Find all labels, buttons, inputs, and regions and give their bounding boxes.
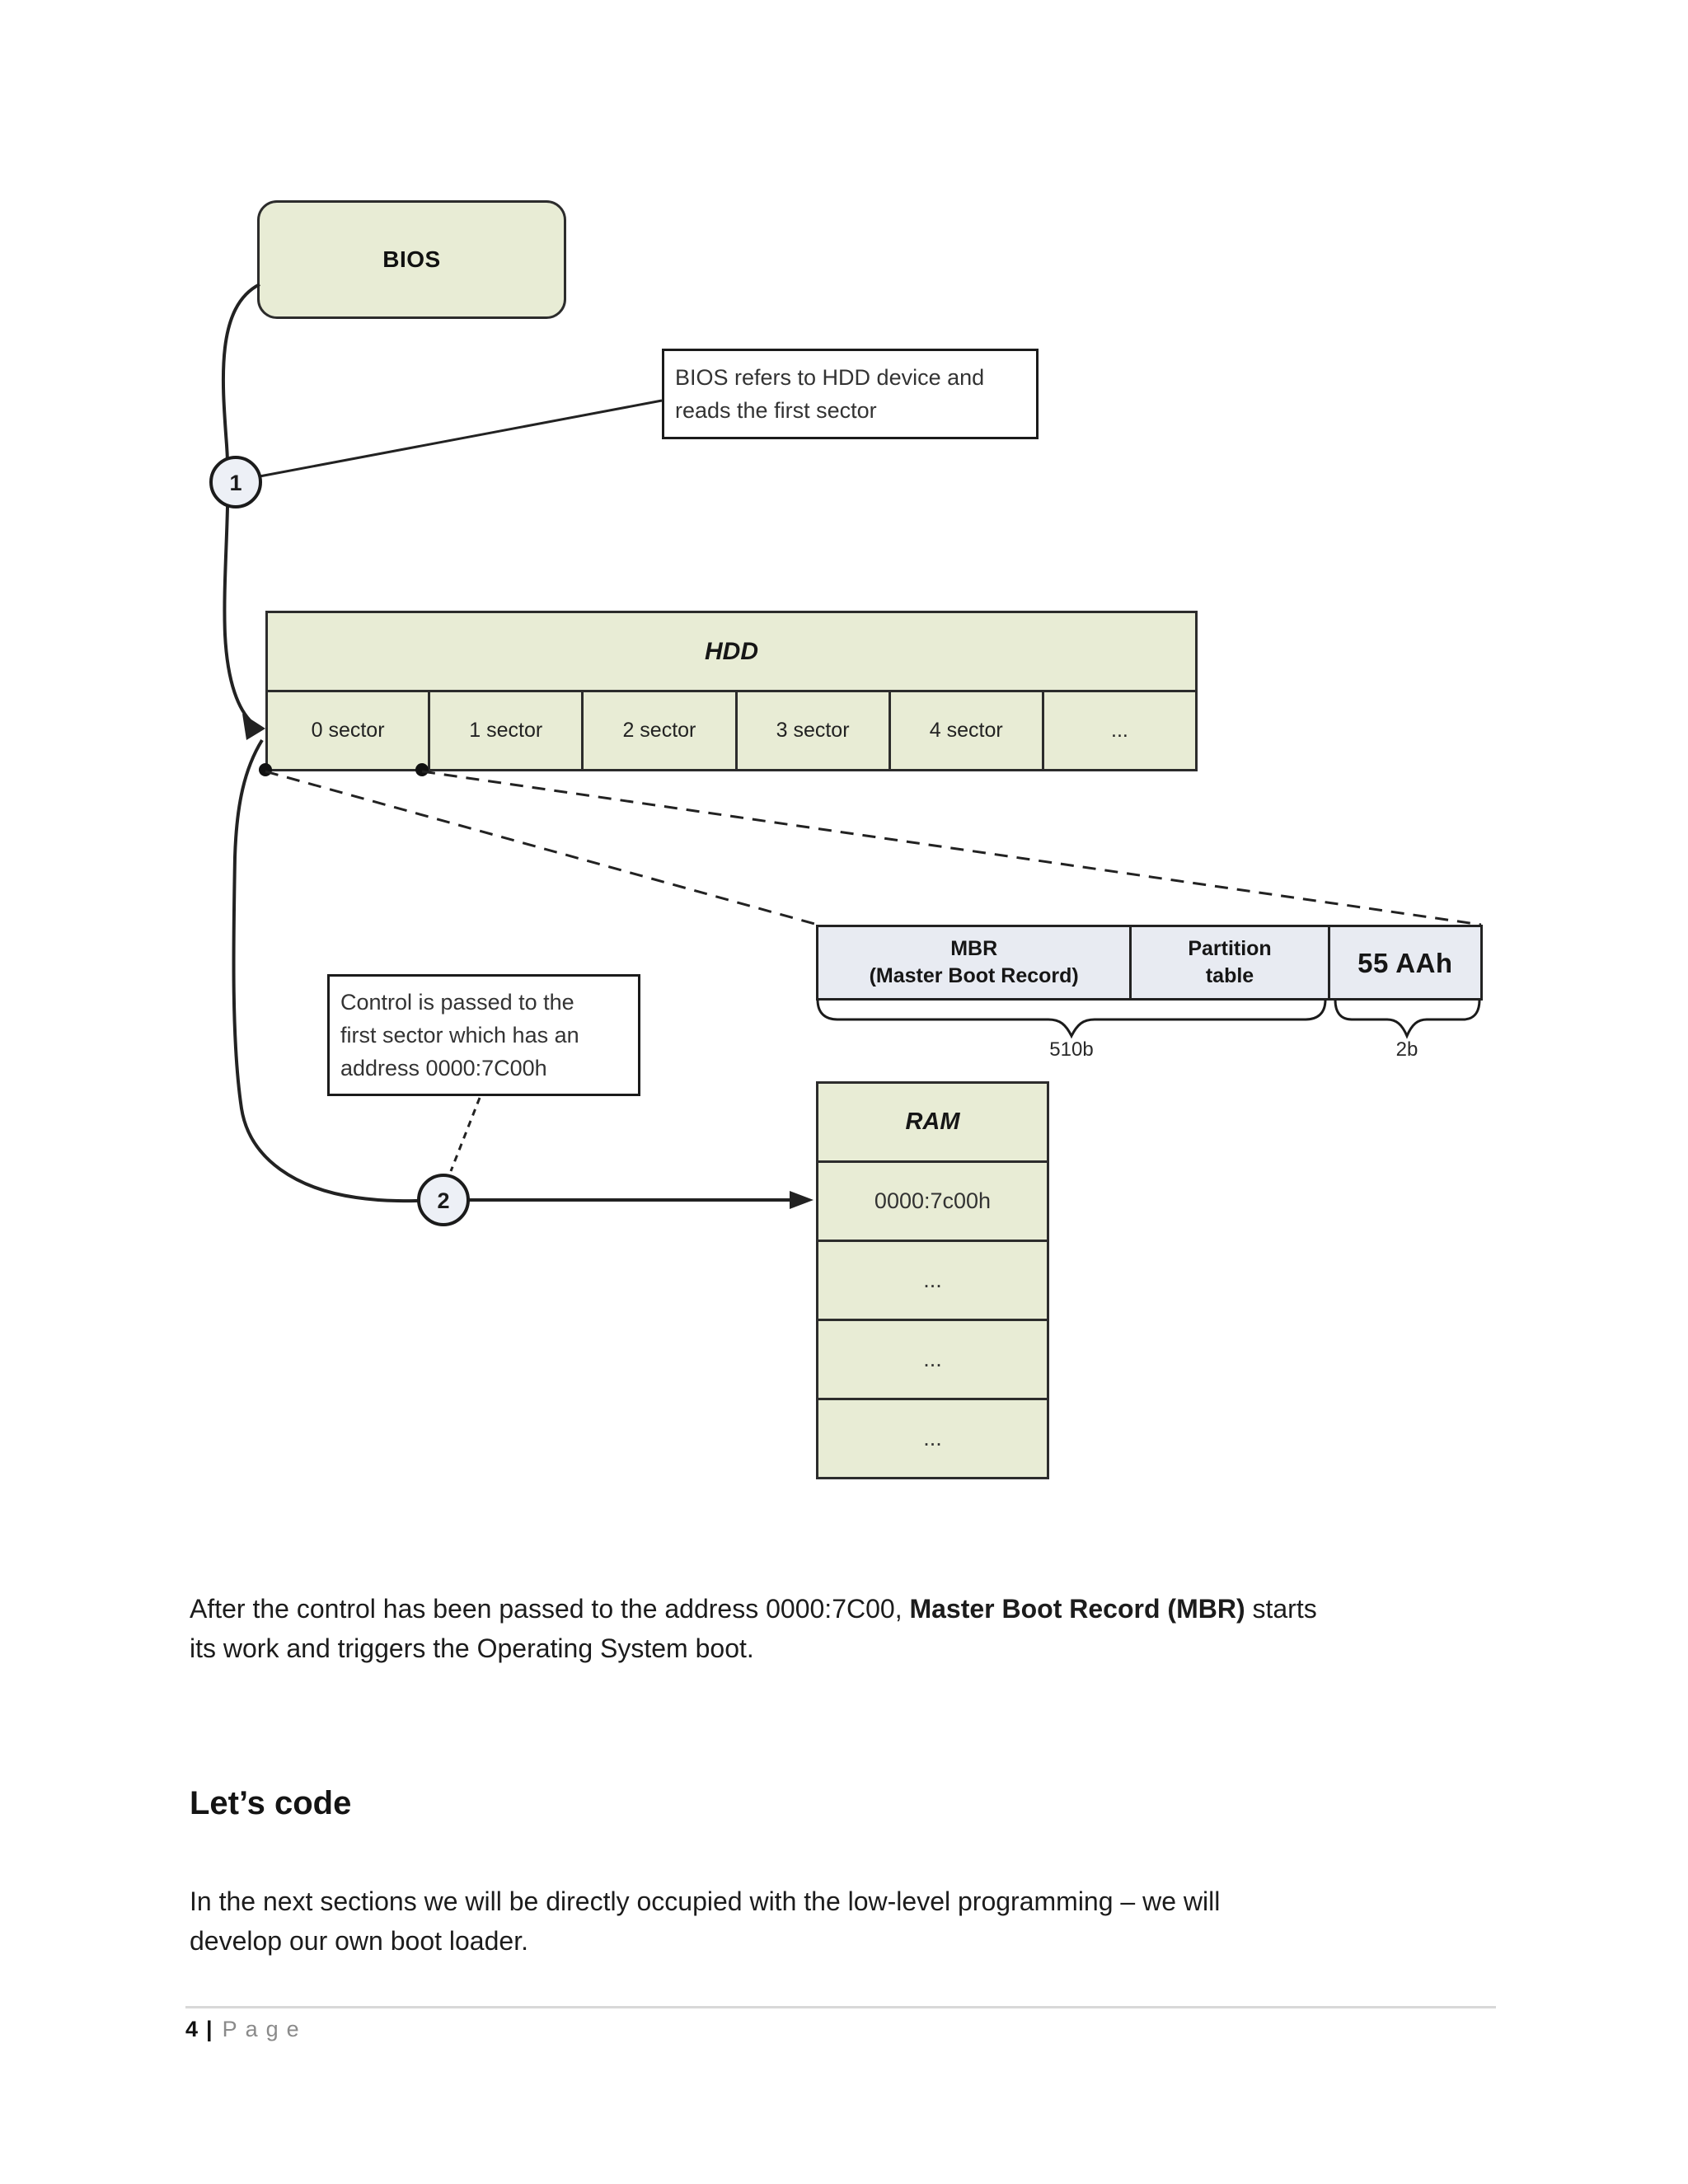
mbr-row: MBR (Master Boot Record) Partition table… — [816, 925, 1483, 1001]
brace-2b — [1334, 999, 1481, 1039]
ram-row-ellipsis-3: ... — [923, 1426, 942, 1451]
callout-step2-line1: Control is passed to the — [340, 990, 574, 1015]
hdd-sector-0: 0 sector — [268, 692, 431, 769]
connector-callout1 — [259, 399, 663, 478]
size-label-2b: 2b — [1395, 1038, 1418, 1061]
ram-table: RAM 0000:7c00h ... ... ... — [816, 1081, 1049, 1479]
bios-label: BIOS — [382, 246, 441, 272]
paragraph-mbr-line1: After the control has been passed to the… — [190, 1589, 1541, 1629]
mbr-cell-line1: MBR — [950, 937, 998, 960]
bios-box: BIOS — [257, 200, 566, 319]
callout-step2-line3: address 0000:7C00h — [340, 1056, 547, 1080]
callout-step2-line2: first sector which has an — [340, 1023, 579, 1047]
callout-step1-line2: reads the first sector — [675, 398, 877, 423]
step1-number: 1 — [229, 471, 241, 495]
paragraph-mbr-pre: After the control has been passed to the… — [190, 1594, 910, 1624]
footer-page-number: 4 — [185, 2017, 199, 2041]
connector-callout2-dashed — [449, 1097, 481, 1172]
footer-rule — [185, 2006, 1496, 2008]
hdd-sector-1: 1 sector — [430, 692, 584, 769]
partition-cell-line1: Partition — [1188, 937, 1272, 960]
callout-step1: BIOS refers to HDD device and reads the … — [662, 349, 1039, 439]
step2-marker: 2 — [417, 1174, 470, 1226]
footer-page-label: Page — [222, 2017, 307, 2041]
paragraph-mbr-bold: Master Boot Record (MBR) — [909, 1594, 1245, 1624]
page-footer: 4 | Page — [185, 2017, 307, 2042]
step2-number: 2 — [437, 1188, 449, 1213]
dashed-expansion-left — [265, 770, 818, 926]
ram-row-address: 0000:7c00h — [818, 1163, 1047, 1242]
heading-lets-code: Let’s code — [190, 1785, 352, 1821]
callout-step2: Control is passed to the first sector wh… — [327, 974, 640, 1096]
paragraph-mbr-post: starts — [1245, 1594, 1317, 1624]
footer-separator: | — [206, 2017, 213, 2041]
step1-marker: 1 — [209, 456, 262, 509]
paragraph-next-sections: In the next sections we will be directly… — [190, 1882, 1541, 1961]
mbr-cell: MBR (Master Boot Record) — [818, 927, 1132, 998]
hdd-sector-3: 3 sector — [738, 692, 891, 769]
boot-signature-cell: 55 AAh — [1357, 947, 1453, 978]
paragraph-next-sections-line2: develop our own boot loader. — [190, 1926, 528, 1956]
paragraph-mbr-starts: After the control has been passed to the… — [190, 1589, 1541, 1668]
hdd-title: HDD — [268, 613, 1195, 692]
mbr-cell-line2: (Master Boot Record) — [869, 964, 1079, 987]
ram-row-ellipsis-2: ... — [818, 1321, 1047, 1400]
brace-510b — [816, 999, 1327, 1039]
connector-sector0-to-ram — [232, 738, 791, 1203]
connector-bios-to-hdd — [221, 283, 260, 724]
hdd-sector-2: 2 sector — [584, 692, 738, 769]
hdd-sector-4: 4 sector — [891, 692, 1044, 769]
ram-title: RAM — [818, 1084, 1047, 1163]
callout-step1-line1: BIOS refers to HDD device and — [675, 365, 985, 390]
hdd-sector-ellipsis: ... — [1111, 719, 1128, 742]
arrowhead-ram — [790, 1191, 814, 1209]
hdd-table: HDD 0 sector 1 sector 2 sector 3 sector … — [265, 611, 1198, 771]
hdd-sector-row: 0 sector 1 sector 2 sector 3 sector 4 se… — [268, 692, 1195, 769]
partition-table-cell: Partition table — [1132, 927, 1330, 998]
dashed-expansion-right — [421, 770, 1482, 926]
paragraph-mbr-line2: its work and triggers the Operating Syst… — [190, 1633, 754, 1663]
ram-row-ellipsis-1: ... — [818, 1242, 1047, 1321]
size-label-510b: 510b — [1049, 1038, 1094, 1061]
arrowhead-hdd — [242, 714, 265, 740]
partition-cell-line2: table — [1205, 964, 1254, 987]
paragraph-next-sections-line1: In the next sections we will be directly… — [190, 1886, 1221, 1916]
